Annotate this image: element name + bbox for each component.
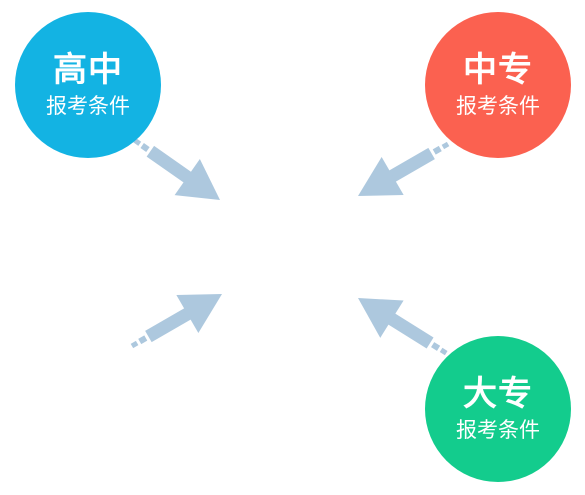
dazhuan-circle[interactable]: 大专 报考条件 <box>425 336 571 482</box>
arrow-bottom-right <box>346 279 458 372</box>
arrow-top-right <box>347 124 460 216</box>
arrow-bottom-left <box>120 274 233 366</box>
dazhuan-subtitle: 报考条件 <box>456 418 540 442</box>
zhongzhuan-title: 中专 <box>463 50 533 90</box>
dazhuan-title: 大专 <box>463 374 533 414</box>
zhongzhuan-subtitle: 报考条件 <box>456 94 540 118</box>
zhongzhuan-circle[interactable]: 中专 报考条件 <box>425 12 571 158</box>
gaozhong-subtitle: 报考条件 <box>46 94 130 118</box>
gaozhong-circle[interactable]: 高中 报考条件 <box>15 12 161 158</box>
gaozhong-title: 高中 <box>53 50 123 90</box>
